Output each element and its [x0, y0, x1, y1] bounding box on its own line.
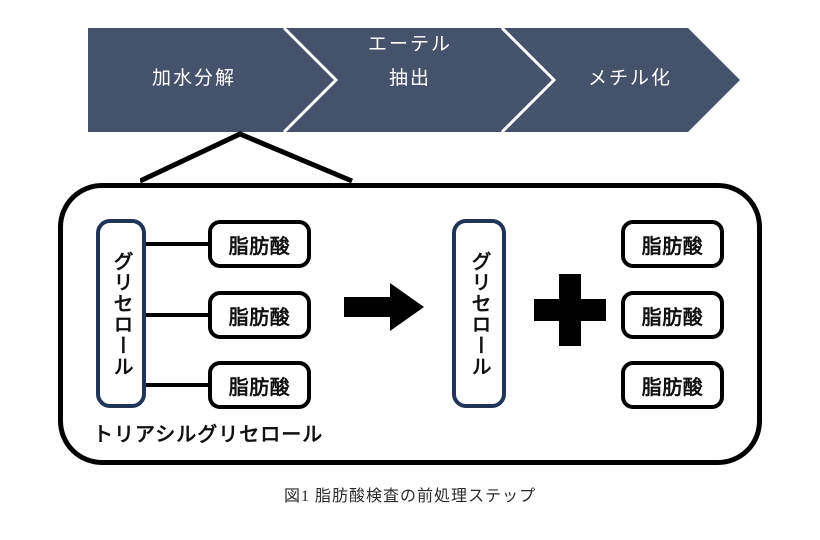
process-banner	[88, 28, 740, 132]
banner-step-hydrolysis[interactable]: 加水分解	[151, 68, 236, 89]
fatty-acid-box-left-1[interactable]: 脂肪酸	[208, 220, 311, 268]
plus-icon	[534, 274, 606, 351]
glycerol-label-left: グリセロール	[110, 250, 132, 377]
callout-spike	[138, 126, 370, 193]
bond-line-2	[146, 313, 210, 317]
fatty-acid-box-right-3[interactable]: 脂肪酸	[621, 361, 724, 409]
banner-shape	[88, 28, 740, 132]
banner-step-ether-extraction[interactable]: エーテル 抽出	[367, 34, 452, 89]
fatty-acid-box-right-1[interactable]: 脂肪酸	[621, 220, 724, 268]
banner-step-methylation[interactable]: メチル化	[587, 68, 672, 89]
triacylglycerol-label: トリアシルグリセロール	[93, 424, 324, 446]
bond-line-3	[146, 383, 210, 387]
figure-caption: 図1 脂肪酸検査の前処理ステップ	[283, 488, 536, 505]
fatty-acid-box-left-2[interactable]: 脂肪酸	[208, 291, 311, 339]
glycerol-box-right[interactable]: グリセロール	[452, 219, 506, 408]
glycerol-box-left[interactable]: グリセロール	[96, 219, 146, 408]
fatty-acid-box-left-3[interactable]: 脂肪酸	[208, 361, 311, 409]
bond-line-1	[146, 242, 210, 246]
fatty-acid-box-right-2[interactable]: 脂肪酸	[621, 291, 724, 339]
chevron-divider-1	[282, 28, 339, 132]
chevron-divider-2	[500, 28, 557, 132]
right-arrow-icon	[344, 283, 424, 336]
glycerol-label-right: グリセロール	[468, 250, 490, 377]
